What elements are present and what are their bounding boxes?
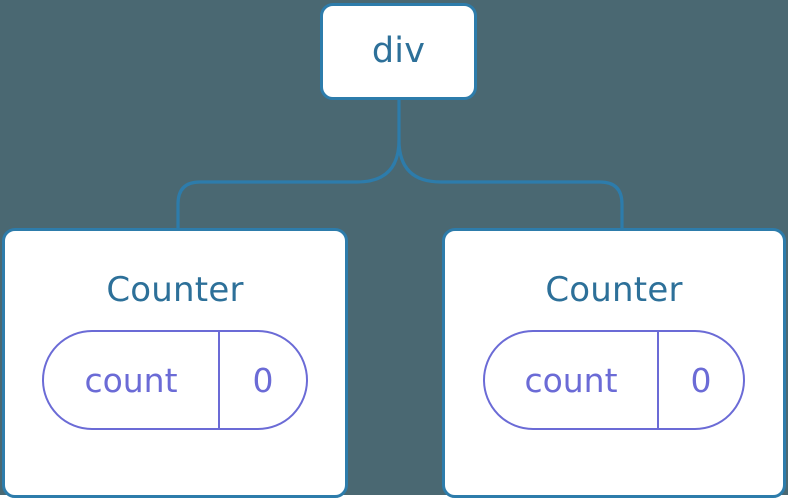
state-pill-left-value: 0 bbox=[252, 360, 274, 400]
node-counter-right[interactable]: Counter count 0 bbox=[442, 228, 786, 498]
state-pill-right[interactable]: count 0 bbox=[483, 330, 745, 430]
connector-root-stem bbox=[397, 100, 624, 230]
state-pill-right-key: count bbox=[485, 332, 659, 428]
node-counter-left[interactable]: Counter count 0 bbox=[2, 228, 348, 498]
state-pill-right-value: 0 bbox=[690, 360, 712, 400]
node-counter-right-label: Counter bbox=[545, 270, 683, 310]
connector-left-branch bbox=[176, 139, 401, 230]
node-div[interactable]: div bbox=[320, 3, 477, 100]
node-counter-left-label: Counter bbox=[106, 270, 244, 310]
state-pill-left-key: count bbox=[44, 332, 220, 428]
node-div-label: div bbox=[371, 31, 426, 71]
state-pill-left[interactable]: count 0 bbox=[42, 330, 308, 430]
